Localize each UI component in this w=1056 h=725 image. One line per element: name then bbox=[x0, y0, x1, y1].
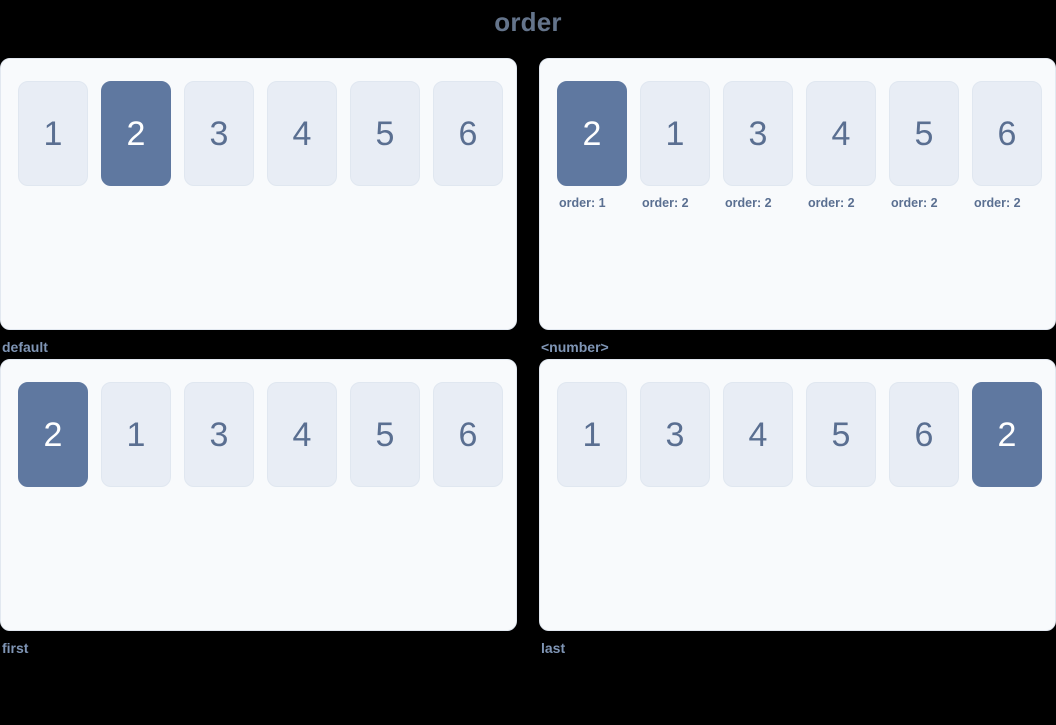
flex-item-box[interactable]: 6 bbox=[433, 382, 503, 487]
flex-item-box-active[interactable]: 2 bbox=[972, 382, 1042, 487]
flex-item-box[interactable]: 4 bbox=[806, 81, 876, 186]
flex-item: 5 bbox=[806, 382, 876, 487]
flex-item-box[interactable]: 6 bbox=[433, 81, 503, 186]
flex-item: 4 bbox=[267, 382, 337, 487]
flex-item-box[interactable]: 4 bbox=[267, 382, 337, 487]
order-tag-label: order: 2 bbox=[642, 196, 689, 210]
flex-item: 3 bbox=[184, 382, 254, 487]
panel-label: last bbox=[541, 640, 566, 656]
flex-item: 3 bbox=[640, 382, 710, 487]
flex-item-box[interactable]: 5 bbox=[889, 81, 959, 186]
order-tag-label: order: 1 bbox=[559, 196, 606, 210]
flex-item-box[interactable]: 1 bbox=[557, 382, 627, 487]
flex-item-box[interactable]: 4 bbox=[723, 382, 793, 487]
flex-item-box[interactable]: 3 bbox=[184, 81, 254, 186]
order-tag-label: order: 2 bbox=[974, 196, 1021, 210]
flex-item-box[interactable]: 5 bbox=[350, 81, 420, 186]
flex-item: 4 bbox=[723, 382, 793, 487]
flex-item: 4 bbox=[267, 81, 337, 186]
flex-item: 1 bbox=[557, 382, 627, 487]
flex-item: 2 order: 1 bbox=[557, 81, 627, 210]
panel-label: default bbox=[2, 339, 48, 355]
flex-item-box-active[interactable]: 2 bbox=[101, 81, 171, 186]
flex-item-box[interactable]: 1 bbox=[640, 81, 710, 186]
flex-item-box-active[interactable]: 2 bbox=[18, 382, 88, 487]
flex-container: 2 order: 1 1 order: 2 3 order: 2 4 order: 2 5 ord… bbox=[557, 81, 1055, 210]
flex-item-box[interactable]: 6 bbox=[972, 81, 1042, 186]
flex-item: 1 order: 2 bbox=[640, 81, 710, 210]
flex-item-box[interactable]: 3 bbox=[723, 81, 793, 186]
flex-item: 2 bbox=[18, 382, 88, 487]
flex-item: 6 bbox=[433, 81, 503, 186]
flex-item: 1 bbox=[18, 81, 88, 186]
flex-item: 6 bbox=[433, 382, 503, 487]
flex-item: 5 order: 2 bbox=[889, 81, 959, 210]
flex-item-box[interactable]: 5 bbox=[806, 382, 876, 487]
flex-item-box[interactable]: 1 bbox=[18, 81, 88, 186]
flex-item-box[interactable]: 5 bbox=[350, 382, 420, 487]
flex-item: 2 bbox=[101, 81, 171, 186]
demo-cell-number: 2 order: 1 1 order: 2 3 order: 2 4 order: 2 5 ord… bbox=[539, 58, 1056, 354]
flex-item-box-active[interactable]: 2 bbox=[557, 81, 627, 186]
flex-item: 3 bbox=[184, 81, 254, 186]
flex-item-box[interactable]: 4 bbox=[267, 81, 337, 186]
flex-item: 6 order: 2 bbox=[972, 81, 1042, 210]
flex-item-box[interactable]: 1 bbox=[101, 382, 171, 487]
flex-item-box[interactable]: 3 bbox=[640, 382, 710, 487]
flex-item: 5 bbox=[350, 382, 420, 487]
flex-item: 4 order: 2 bbox=[806, 81, 876, 210]
order-tag-label: order: 2 bbox=[891, 196, 938, 210]
panel-label: <number> bbox=[541, 339, 609, 355]
flex-item: 6 bbox=[889, 382, 959, 487]
flex-item: 2 bbox=[972, 382, 1042, 487]
flex-item: 1 bbox=[101, 382, 171, 487]
flex-item: 5 bbox=[350, 81, 420, 186]
order-panel: 2 order: 1 1 order: 2 3 order: 2 4 order: 2 5 ord… bbox=[539, 58, 1056, 330]
flex-item: 3 order: 2 bbox=[723, 81, 793, 210]
page-title: order bbox=[494, 7, 562, 37]
flex-item-box[interactable]: 6 bbox=[889, 382, 959, 487]
flex-item-box[interactable]: 3 bbox=[184, 382, 254, 487]
order-tag-label: order: 2 bbox=[725, 196, 772, 210]
panel-label: first bbox=[2, 640, 29, 656]
order-tag-label: order: 2 bbox=[808, 196, 855, 210]
